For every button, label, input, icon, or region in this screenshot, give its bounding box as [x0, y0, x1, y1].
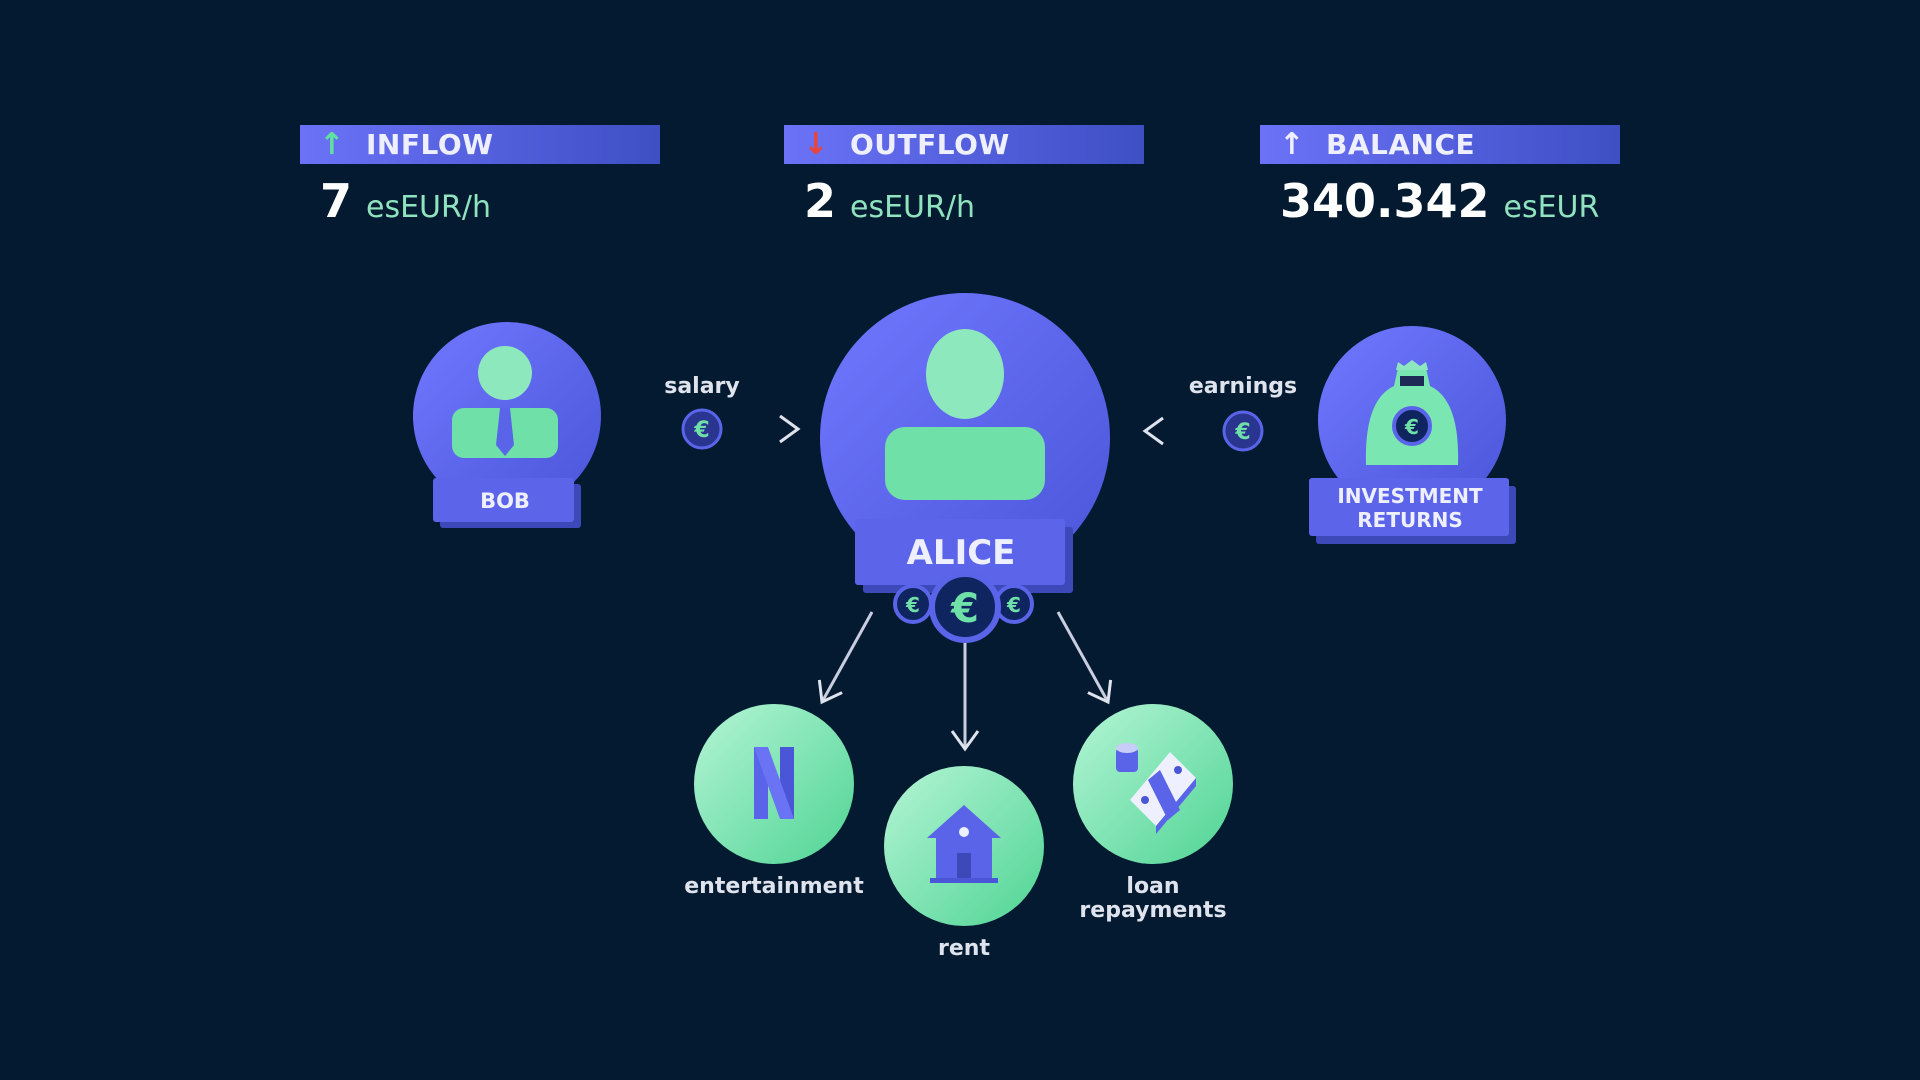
loan-repayments-node: loan repayments [1073, 704, 1233, 923]
arrow-to-loan [1056, 611, 1113, 705]
arrow-up-icon: ↑ [319, 127, 345, 162]
balance-stat: ↑ BALANCE 340.342 esEUR [1260, 125, 1620, 228]
inflow-stat: ↑ INFLOW 7 esEUR/h [300, 125, 660, 228]
outflow-stat: ↓ OUTFLOW 2 esEUR/h [784, 125, 1144, 228]
euro-coins-icon: € € € [893, 571, 1034, 643]
outflow-arrows [817, 611, 1113, 752]
house-icon [927, 805, 1001, 883]
salary-flow-arrow: € [610, 408, 801, 450]
svg-text:€: € [1006, 593, 1021, 617]
svg-text:€: € [905, 593, 920, 617]
investment-returns-node: € INVESTMENT RETURNS [1309, 326, 1516, 544]
arrow-down-icon: ↓ [803, 127, 829, 162]
entertainment-node: entertainment [684, 704, 864, 899]
balance-value: 340.342 [1280, 174, 1490, 228]
loan-label-line1: loan [1126, 874, 1179, 899]
inflow-header: ↑ INFLOW [300, 125, 660, 164]
money-bag-icon: € [1365, 360, 1459, 465]
svg-text:€: € [693, 418, 709, 443]
svg-text:€: € [1404, 415, 1419, 439]
earnings-label: earnings [1189, 374, 1297, 399]
balance-unit: esEUR [1503, 190, 1600, 225]
arrow-up-icon: ↑ [1279, 127, 1305, 162]
investment-label-line1: INVESTMENT [1337, 484, 1483, 508]
balance-label: BALANCE [1326, 128, 1476, 161]
outflow-value: 2 [804, 174, 837, 228]
rent-node: rent [884, 766, 1044, 961]
svg-text:€: € [950, 586, 979, 632]
bob-node: BOB [413, 322, 601, 528]
inflow-label: INFLOW [366, 128, 494, 161]
entertainment-label: entertainment [684, 874, 864, 899]
arrow-to-entertainment [817, 611, 874, 705]
inflow-value: 7 [320, 174, 353, 228]
person-icon [452, 346, 558, 458]
cash-stack-icon [1116, 743, 1196, 834]
svg-text:€: € [1234, 420, 1250, 445]
outflow-label: OUTFLOW [850, 128, 1010, 161]
outflow-header: ↓ OUTFLOW [784, 125, 1144, 164]
inflow-unit: esEUR/h [366, 190, 491, 225]
person-icon [885, 329, 1045, 500]
outflow-unit: esEUR/h [850, 190, 975, 225]
salary-label: salary [664, 374, 740, 399]
alice-node: ALICE € € € [820, 293, 1110, 643]
alice-label: ALICE [907, 533, 1016, 573]
euro-coin-icon [1222, 410, 1264, 452]
loan-label-line2: repayments [1079, 898, 1226, 923]
netflix-n-icon [754, 747, 794, 819]
bob-label: BOB [480, 489, 530, 513]
balance-header: ↑ BALANCE [1260, 125, 1620, 164]
investment-label-line2: RETURNS [1357, 508, 1463, 532]
earnings-flow-arrow: € [1142, 410, 1322, 452]
euro-coin-icon [681, 408, 723, 450]
rent-label: rent [938, 936, 990, 961]
